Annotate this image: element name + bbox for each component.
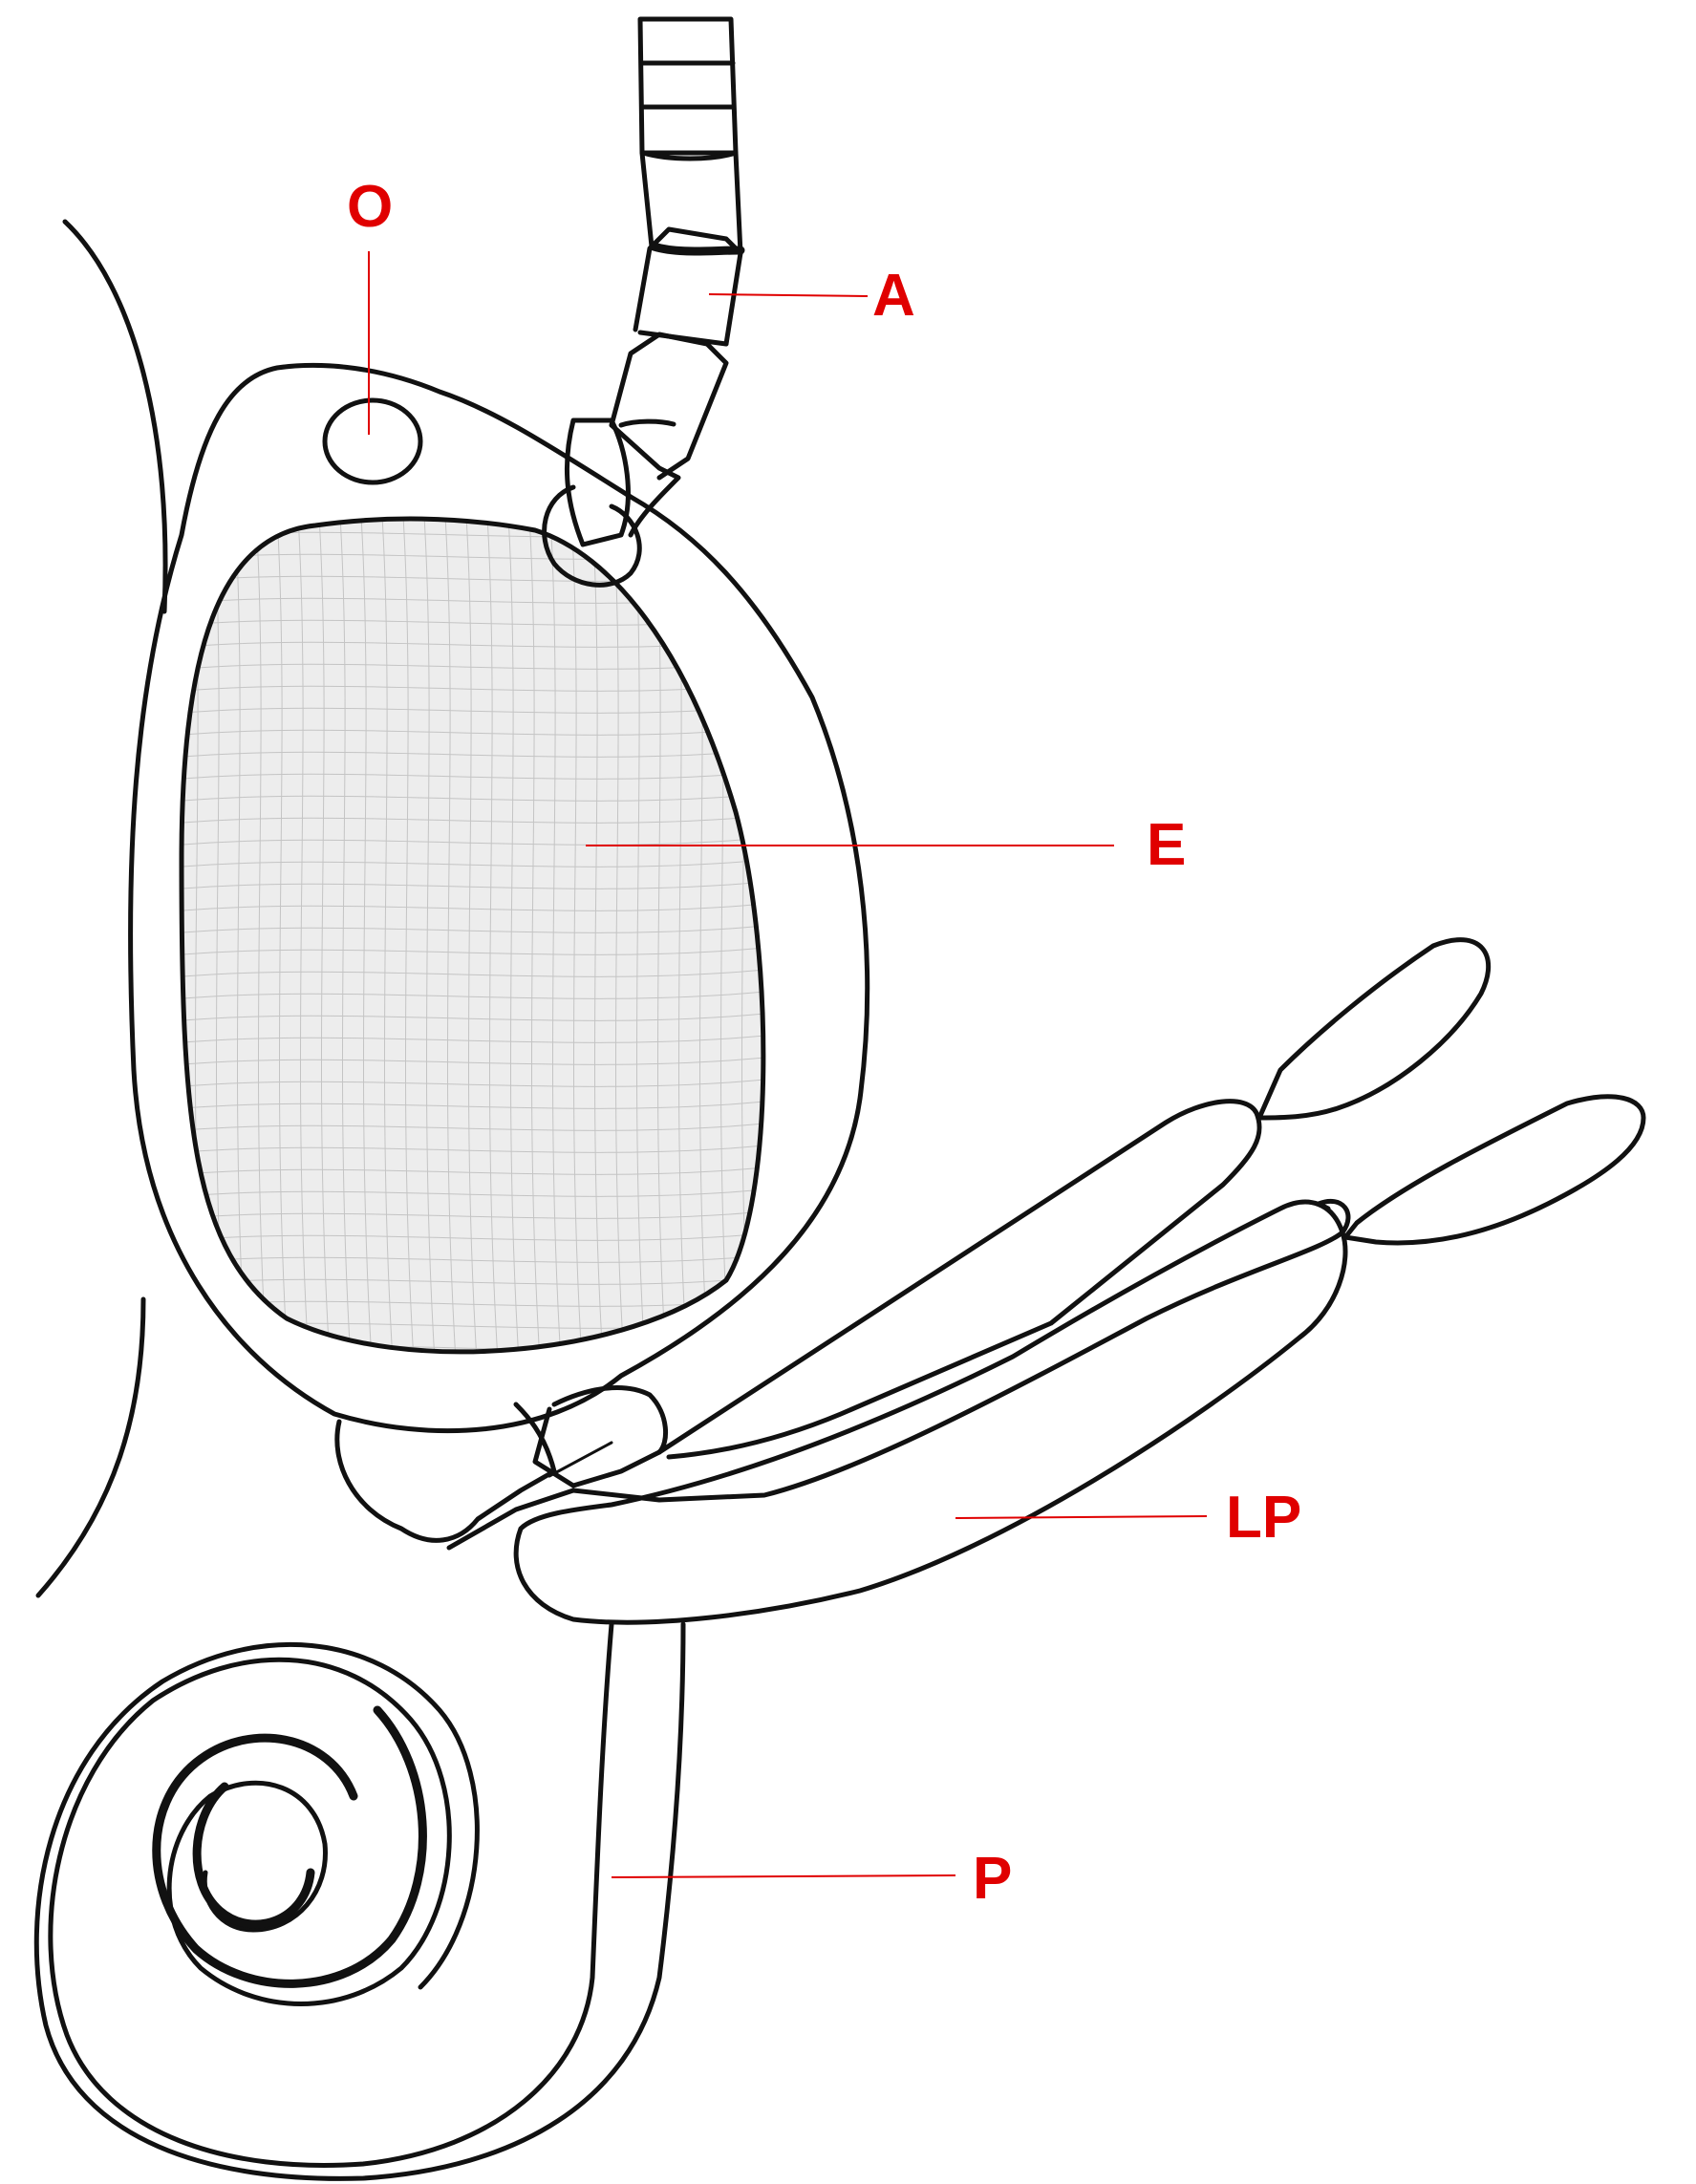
facet-line [570,519,584,1352]
facet-line [182,1253,763,1264]
facet-line [182,1143,763,1154]
facet-line [234,519,247,1352]
facet-line [255,519,268,1352]
proboscis [33,1621,686,2181]
facet-line [182,703,763,715]
leader-P [611,1874,956,1878]
facet-line [182,1121,763,1132]
facet-line [172,506,784,516]
facet-line [339,519,353,1352]
labial-palps [513,937,1646,1625]
facet-line [612,519,626,1352]
label-compound-eye: E [1147,812,1186,878]
facet-line [507,519,521,1352]
leader-LP [955,1515,1208,1519]
facet-line [402,519,416,1352]
facet-line [182,1099,763,1110]
facet-line [182,1077,763,1088]
facet-line [182,879,763,890]
leader-A [708,293,869,297]
facet-line [182,1274,763,1286]
facet-line [182,989,763,1000]
facet-line [444,519,458,1352]
label-proboscis: P [973,1846,1012,1912]
label-labial-palps: LP [1226,1485,1301,1551]
body-outline-lower [35,1296,146,1598]
facet-line [182,1055,763,1066]
facet-line [182,1187,763,1198]
facet-line [182,1033,763,1044]
facet-line [182,945,763,956]
head-capsule [128,362,870,1434]
facet-line [423,519,437,1352]
facet-line [182,1011,763,1022]
antenna [542,16,745,588]
facet-line [182,1231,763,1242]
facet-line [486,519,500,1352]
facet-line [182,923,763,934]
facet-line [318,519,332,1352]
label-ocellus: O [347,174,393,240]
compound-eye [172,506,784,1355]
facet-line [381,519,395,1352]
facet-line [182,857,763,868]
ocellus [322,397,423,485]
label-antenna: A [872,263,915,329]
mouthpart-base [334,1385,669,1551]
facet-line [297,519,311,1352]
facet-line [465,519,479,1352]
facet-line [360,519,374,1352]
facet-line [182,967,763,978]
facet-line [182,725,763,737]
facet-line [760,519,763,1352]
facet-line [276,519,290,1352]
facet-line [182,1165,763,1176]
facet-line [591,519,605,1352]
facet-line [528,519,542,1352]
facet-line [549,519,563,1352]
body-outline [62,219,168,614]
facet-line [182,901,763,912]
facet-line [633,519,647,1352]
